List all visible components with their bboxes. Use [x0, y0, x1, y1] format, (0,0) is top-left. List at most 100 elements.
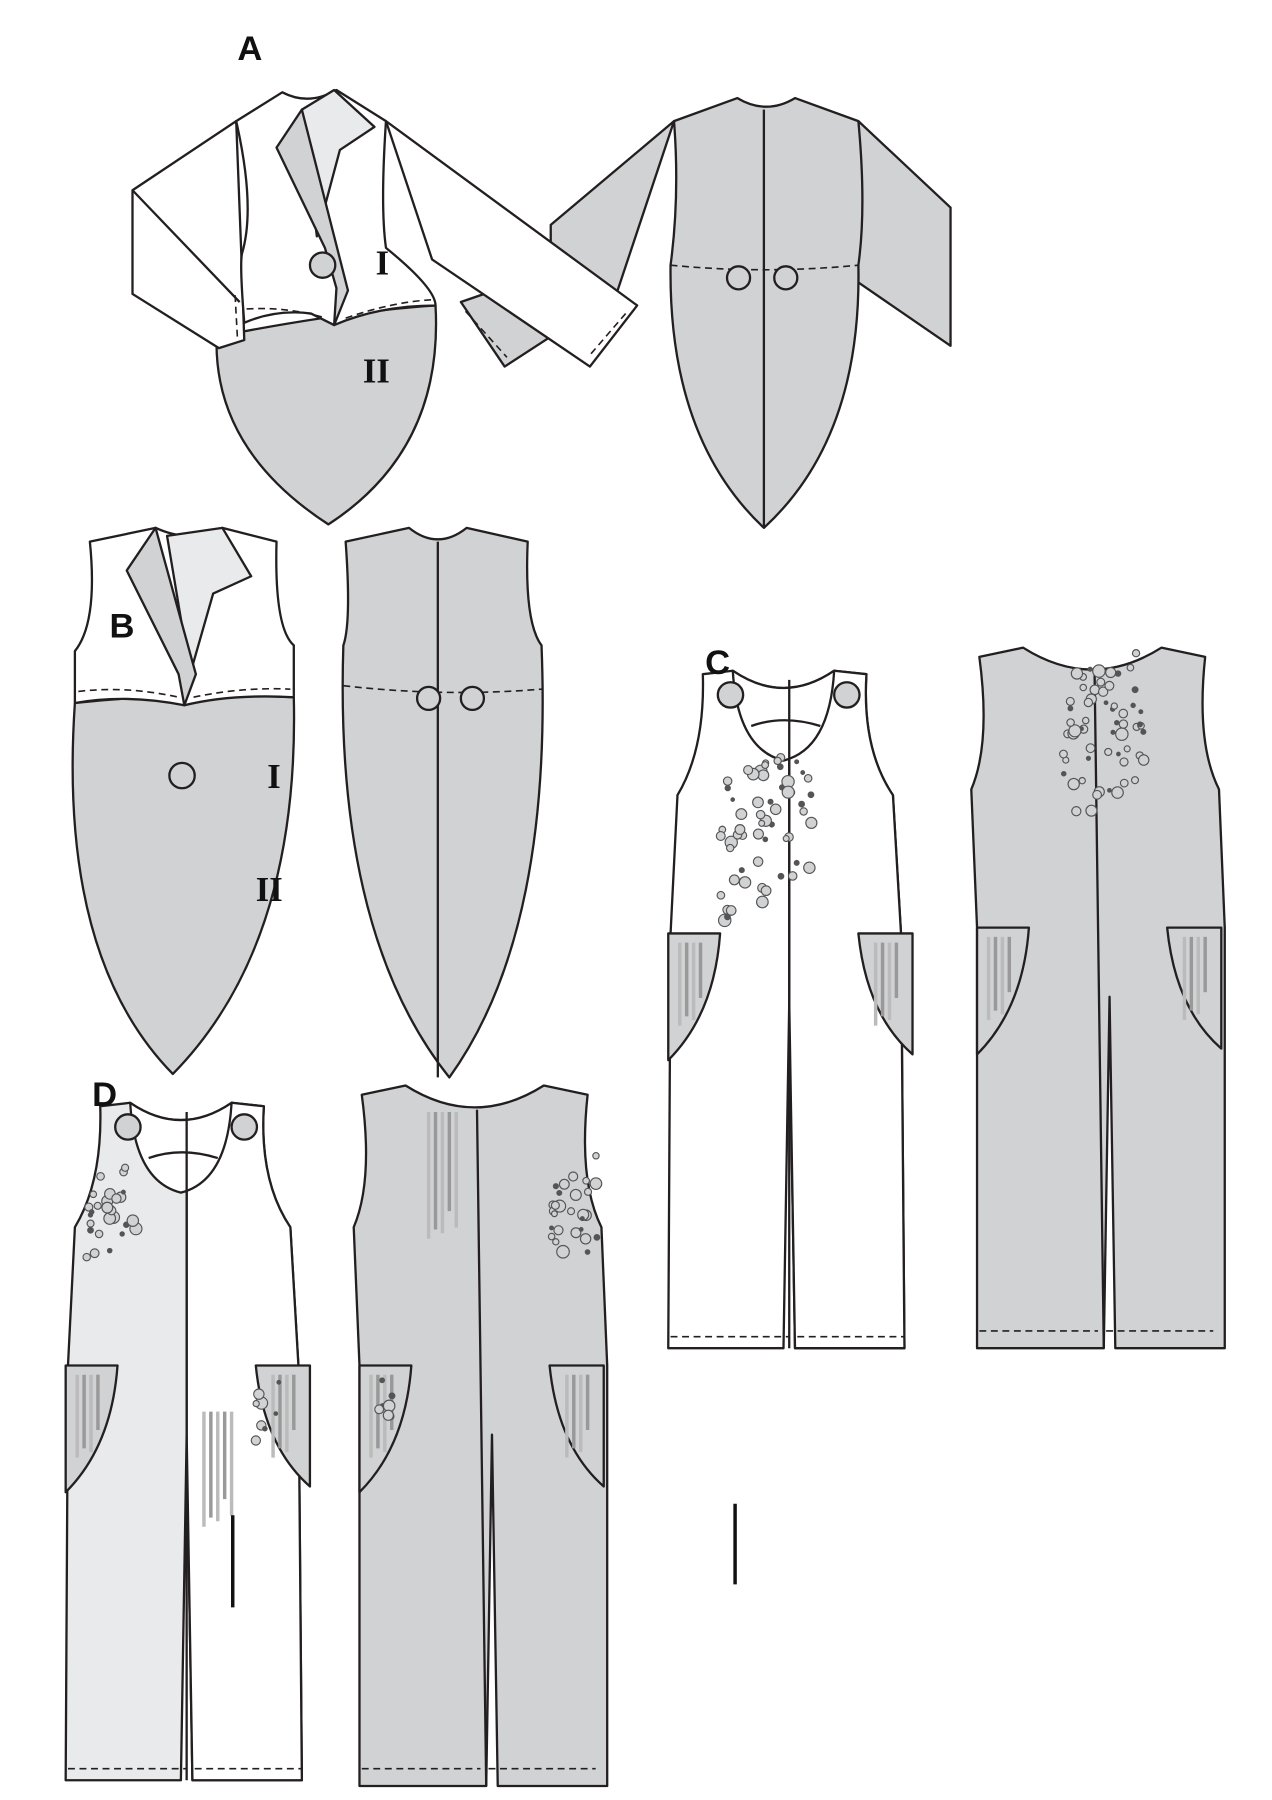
embellishment-dot: [1137, 754, 1150, 766]
embellishment-dot: [752, 796, 764, 809]
embellishment-dot: [106, 1247, 113, 1254]
view-b-front: I II B: [71, 526, 296, 1076]
embellishment-dot: [1131, 649, 1141, 658]
embellishment-dot: [1115, 727, 1129, 741]
embellishment-dot: [1131, 686, 1139, 694]
view-c-front: [667, 669, 914, 1350]
embellishment-dot: [1097, 686, 1109, 697]
embellishment-dot: [794, 759, 800, 765]
embellishment-dot: [1137, 721, 1143, 728]
embellishment-dot: [94, 1229, 104, 1239]
embellishment-dot: [769, 803, 782, 816]
embellishment-dot: [787, 871, 798, 881]
embellishment-dot: [388, 1392, 396, 1400]
a-front-lapel: [275, 108, 350, 327]
embellishment-dot: [1083, 697, 1094, 708]
embellishment-dot: [1119, 778, 1129, 788]
embellishment-dot: [556, 1189, 563, 1196]
embellishment-dot: [1110, 702, 1118, 710]
button-icon: [168, 761, 196, 790]
embellishment-dot: [547, 1232, 556, 1241]
embellishment-dot: [252, 1399, 260, 1408]
embellishment-dot: [1114, 670, 1122, 677]
embellishment-dot: [1067, 705, 1074, 712]
embellishment-dot: [1130, 776, 1140, 785]
button-icon: [773, 265, 799, 291]
part-label-i: I: [267, 758, 280, 796]
embellishment-dot: [379, 1377, 386, 1384]
embellishment-dot: [87, 1226, 94, 1234]
embellishment-dot: [805, 816, 818, 829]
embellishment-dot: [550, 1200, 560, 1210]
embellishment-dot: [552, 1183, 559, 1190]
embellishment-dot: [582, 1176, 591, 1185]
embellishment-dot: [1138, 709, 1144, 715]
embellishment-dot: [725, 843, 735, 853]
embellishment-dot: [1059, 749, 1068, 759]
embellishment-dot: [799, 807, 808, 816]
embellishment-dot: [583, 1187, 593, 1196]
embellishment-dot: [1114, 719, 1120, 726]
embellishment-dot: [276, 1379, 282, 1385]
embellishment-dot: [722, 776, 733, 786]
embellishment-dot: [592, 1152, 600, 1160]
embellishment-dot: [752, 856, 764, 867]
embellishment-dot: [1105, 666, 1117, 679]
view-d-back: [352, 1084, 609, 1788]
embellishment-dot: [253, 1388, 265, 1400]
embellishment-dot: [803, 773, 813, 783]
embellishment-dot: [1060, 770, 1067, 777]
dungaree-views: [64, 646, 1226, 1788]
embellishment-dot: [1140, 728, 1147, 735]
embellishment-dot: [579, 1216, 585, 1222]
view-label-c: C: [705, 644, 730, 682]
button-icon: [716, 681, 745, 709]
embellishment-dot: [550, 1210, 558, 1218]
embellishment-dot: [1104, 747, 1113, 757]
view-label-a: A: [237, 30, 262, 68]
view-label-d: D: [92, 1076, 117, 1114]
embellishment-dot: [1079, 683, 1088, 692]
embellishment-dot: [728, 874, 740, 886]
pocket: [1166, 926, 1223, 1050]
embellishment-dot: [761, 761, 770, 770]
embellishment-dot: [1096, 677, 1106, 687]
embellishment-dot: [758, 819, 766, 827]
embellishment-dot: [566, 1207, 576, 1216]
embellishment-dot: [89, 1248, 100, 1259]
embellishment-dot: [725, 905, 737, 916]
embellishment-dot: [1111, 786, 1124, 799]
embellishment-dot: [568, 1171, 579, 1182]
embellishment-dot: [89, 1190, 98, 1199]
a-front-right-sleeve: [384, 119, 639, 368]
embellishment-dot: [1107, 787, 1112, 793]
embellishment-dot: [735, 808, 748, 821]
embellishment-dot: [715, 830, 726, 841]
part-label-ii: II: [256, 871, 283, 909]
embellishment-dot: [1068, 724, 1082, 738]
embellishment-dot: [1103, 700, 1109, 706]
view-b-back: [341, 526, 544, 1079]
embellishment-dot: [781, 785, 795, 799]
embellishment-dot: [1130, 702, 1136, 709]
view-label-b: B: [109, 607, 134, 645]
embellishment-dot: [1118, 719, 1129, 729]
embellishment-dot: [760, 885, 772, 897]
embellishment-dot: [126, 1214, 140, 1227]
embellishment-dot: [1123, 745, 1131, 753]
embellishment-dot: [250, 1435, 262, 1446]
embellishment-dot: [549, 1225, 554, 1231]
embellishment-dot: [382, 1409, 394, 1421]
embellishment-dot: [552, 1238, 560, 1246]
embellishment-dot: [716, 890, 726, 900]
button-icon: [308, 251, 337, 279]
embellishment-dot: [82, 1252, 91, 1262]
embellishment-dot: [1081, 716, 1090, 725]
embellishment-dot: [262, 1425, 268, 1432]
embellishment-dot: [1065, 696, 1075, 706]
embellishment-dot: [755, 809, 766, 820]
embellishment-dot: [800, 770, 806, 775]
button-icon: [833, 681, 861, 709]
embellishment-dot: [757, 769, 770, 782]
